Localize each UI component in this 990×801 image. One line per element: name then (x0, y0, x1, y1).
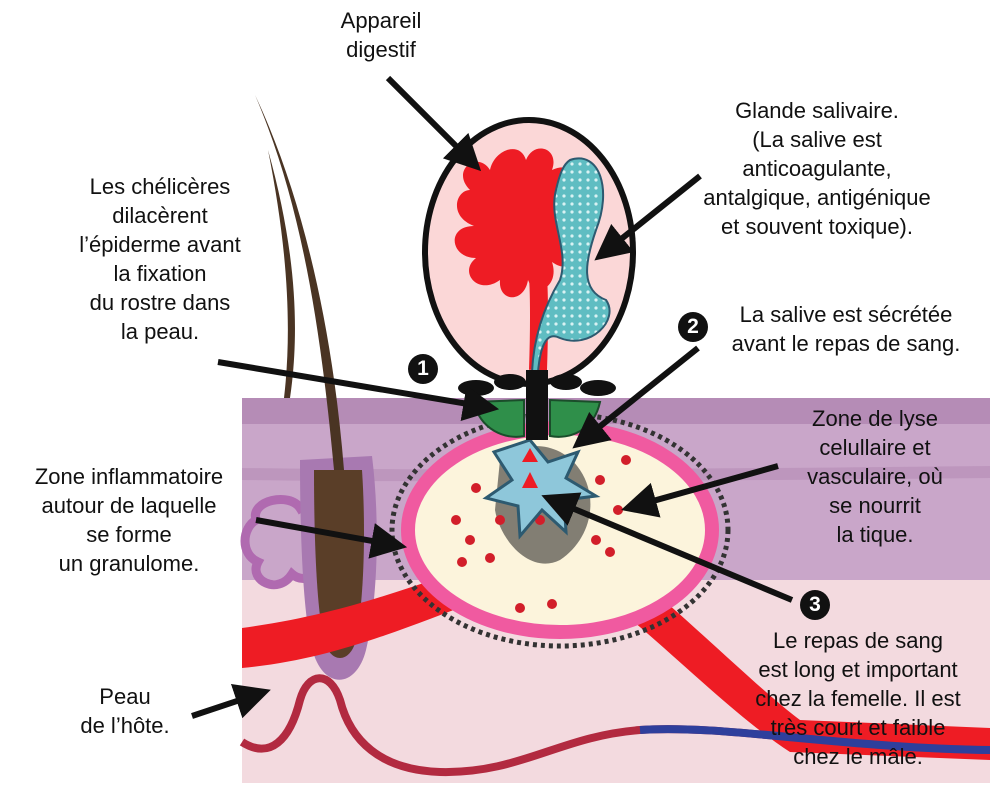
label-lysis-zone: Zone de lyse celullaire et vasculaire, o… (770, 404, 980, 549)
label-line: digestif (296, 35, 466, 64)
label-line: chez la femelle. Il est (732, 684, 984, 713)
label-line: Les chélicères (40, 172, 280, 201)
label-line: est long et important (732, 655, 984, 684)
label-blood-meal: Le repas de sang est long et important c… (732, 626, 984, 771)
label-line: se forme (4, 520, 254, 549)
label-line: la tique. (770, 520, 980, 549)
label-line: et souvent toxique). (662, 212, 972, 241)
label-line: la peau. (40, 317, 280, 346)
label-line: antalgique, antigénique (662, 183, 972, 212)
label-line: avant le repas de sang. (706, 329, 986, 358)
label-saliva-secreted: La salive est sécrétée avant le repas de… (706, 300, 986, 358)
label-line: la fixation (40, 259, 280, 288)
label-line: Zone de lyse (770, 404, 980, 433)
label-line: dilacèrent (40, 201, 280, 230)
label-digestive-system: Appareil digestif (296, 6, 466, 64)
label-line: se nourrit (770, 491, 980, 520)
label-line: du rostre dans (40, 288, 280, 317)
marker-1: 1 (408, 354, 438, 384)
label-line: l’épiderme avant (40, 230, 280, 259)
label-line: (La salive est (662, 125, 972, 154)
label-host-skin: Peau de l’hôte. (60, 682, 190, 740)
label-line: autour de laquelle (4, 491, 254, 520)
label-line: de l’hôte. (60, 711, 190, 740)
label-line: celullaire et (770, 433, 980, 462)
label-inflammatory-zone: Zone inflammatoire autour de laquelle se… (4, 462, 254, 578)
label-line: très court et faible (732, 713, 984, 742)
label-line: Le repas de sang (732, 626, 984, 655)
label-line: un granulome. (4, 549, 254, 578)
label-line: chez le mâle. (732, 742, 984, 771)
label-line: Glande salivaire. (662, 96, 972, 125)
label-line: La salive est sécrétée (706, 300, 986, 329)
label-chelicerae: Les chélicères dilacèrent l’épiderme ava… (40, 172, 280, 346)
label-line: anticoagulante, (662, 154, 972, 183)
label-line: Appareil (296, 6, 466, 35)
marker-3: 3 (800, 590, 830, 620)
label-salivary-gland: Glande salivaire. (La salive est anticoa… (662, 96, 972, 241)
marker-2: 2 (678, 312, 708, 342)
label-line: Peau (60, 682, 190, 711)
tick-body (425, 120, 633, 440)
label-line: Zone inflammatoire (4, 462, 254, 491)
label-line: vasculaire, où (770, 462, 980, 491)
